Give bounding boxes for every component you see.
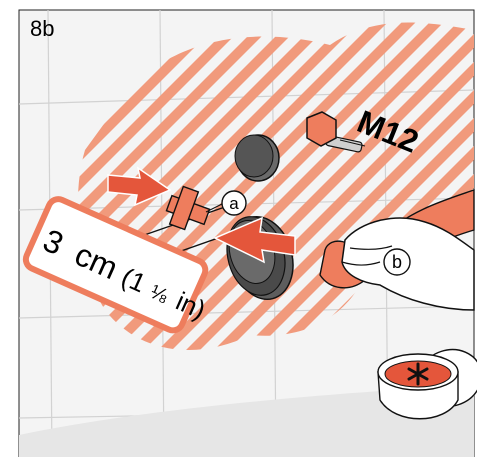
callout-a-label: a: [229, 194, 239, 213]
stripe: [0, 0, 18, 457]
callout-b-label: b: [392, 252, 402, 272]
callout-b: b: [384, 249, 410, 275]
step-label: 8b: [30, 16, 54, 41]
